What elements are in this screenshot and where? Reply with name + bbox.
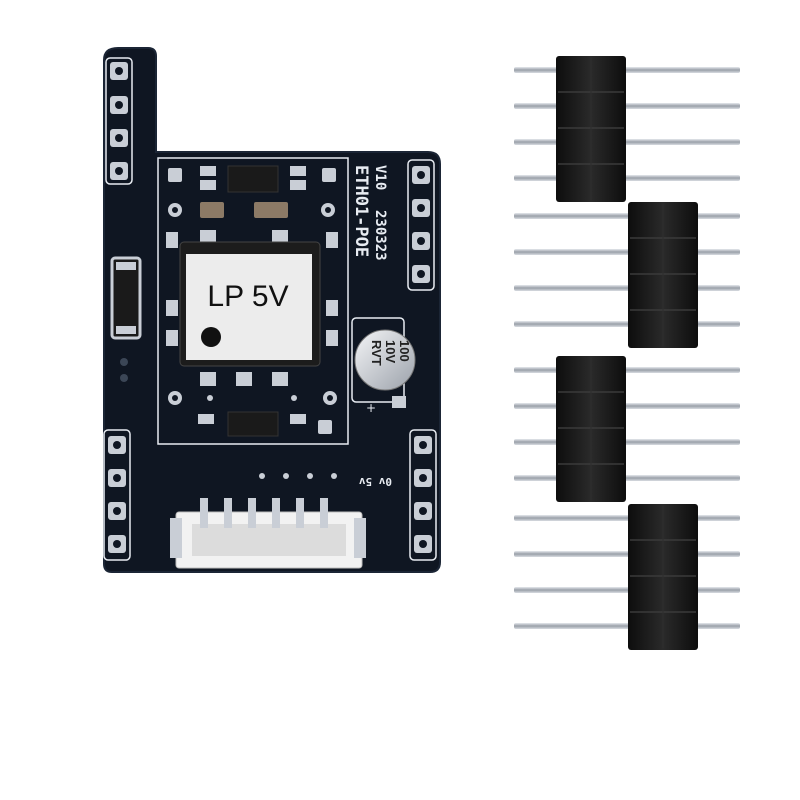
bottom-smd-parts xyxy=(168,391,337,437)
silk-version: V10 xyxy=(372,165,388,190)
header-pin xyxy=(514,551,740,557)
header-pin xyxy=(514,515,740,521)
power-module: LP 5V xyxy=(179,241,321,367)
cap-line3: RVT xyxy=(369,340,384,366)
pin-header-3 xyxy=(514,356,740,502)
pin-header-1 xyxy=(514,56,740,202)
left-bottom-pads xyxy=(103,429,131,561)
module-pads xyxy=(166,230,338,386)
header-pin xyxy=(514,175,740,181)
header-pin xyxy=(514,103,740,109)
electrolytic-capacitor: 100 10V RVT + xyxy=(351,317,416,415)
module-label: LP 5V xyxy=(207,280,288,313)
pcb-board: LP 5V ETH01-POE V10 230323 100 10V RVT xyxy=(103,47,441,573)
header-pin xyxy=(514,67,740,73)
header-pin xyxy=(514,623,740,629)
capacitor-polarity-mark-icon: + xyxy=(366,401,376,415)
header-pin xyxy=(514,249,740,255)
header-pin xyxy=(514,285,740,291)
jst-connector: 0v 5v xyxy=(170,473,392,569)
silk-date: 230323 xyxy=(372,210,388,261)
header-pin xyxy=(514,587,740,593)
pin-headers xyxy=(514,56,740,650)
silkscreen-labels: ETH01-POE V10 230323 xyxy=(351,165,388,261)
header-pin xyxy=(514,475,740,481)
diode xyxy=(110,256,142,382)
header-pin xyxy=(514,367,740,373)
header-pin xyxy=(514,321,740,327)
right-top-pads xyxy=(407,159,435,291)
pin-header-2 xyxy=(514,202,740,348)
pin-header-4 xyxy=(514,504,740,650)
module-area-outline xyxy=(157,157,349,445)
header-pin xyxy=(514,403,740,409)
module-orientation-dot-icon xyxy=(201,327,221,347)
header-pin xyxy=(514,139,740,145)
silk-model: ETH01-POE xyxy=(351,165,371,257)
left-top-pads xyxy=(105,57,133,185)
header-pin xyxy=(514,213,740,219)
right-bottom-pads xyxy=(409,429,437,561)
cap-line1: 100 xyxy=(397,340,412,362)
silk-pins: 0v 5v xyxy=(359,475,392,488)
cap-line2: 10V xyxy=(383,340,398,363)
top-smd-parts xyxy=(168,165,336,218)
header-pin xyxy=(514,439,740,445)
